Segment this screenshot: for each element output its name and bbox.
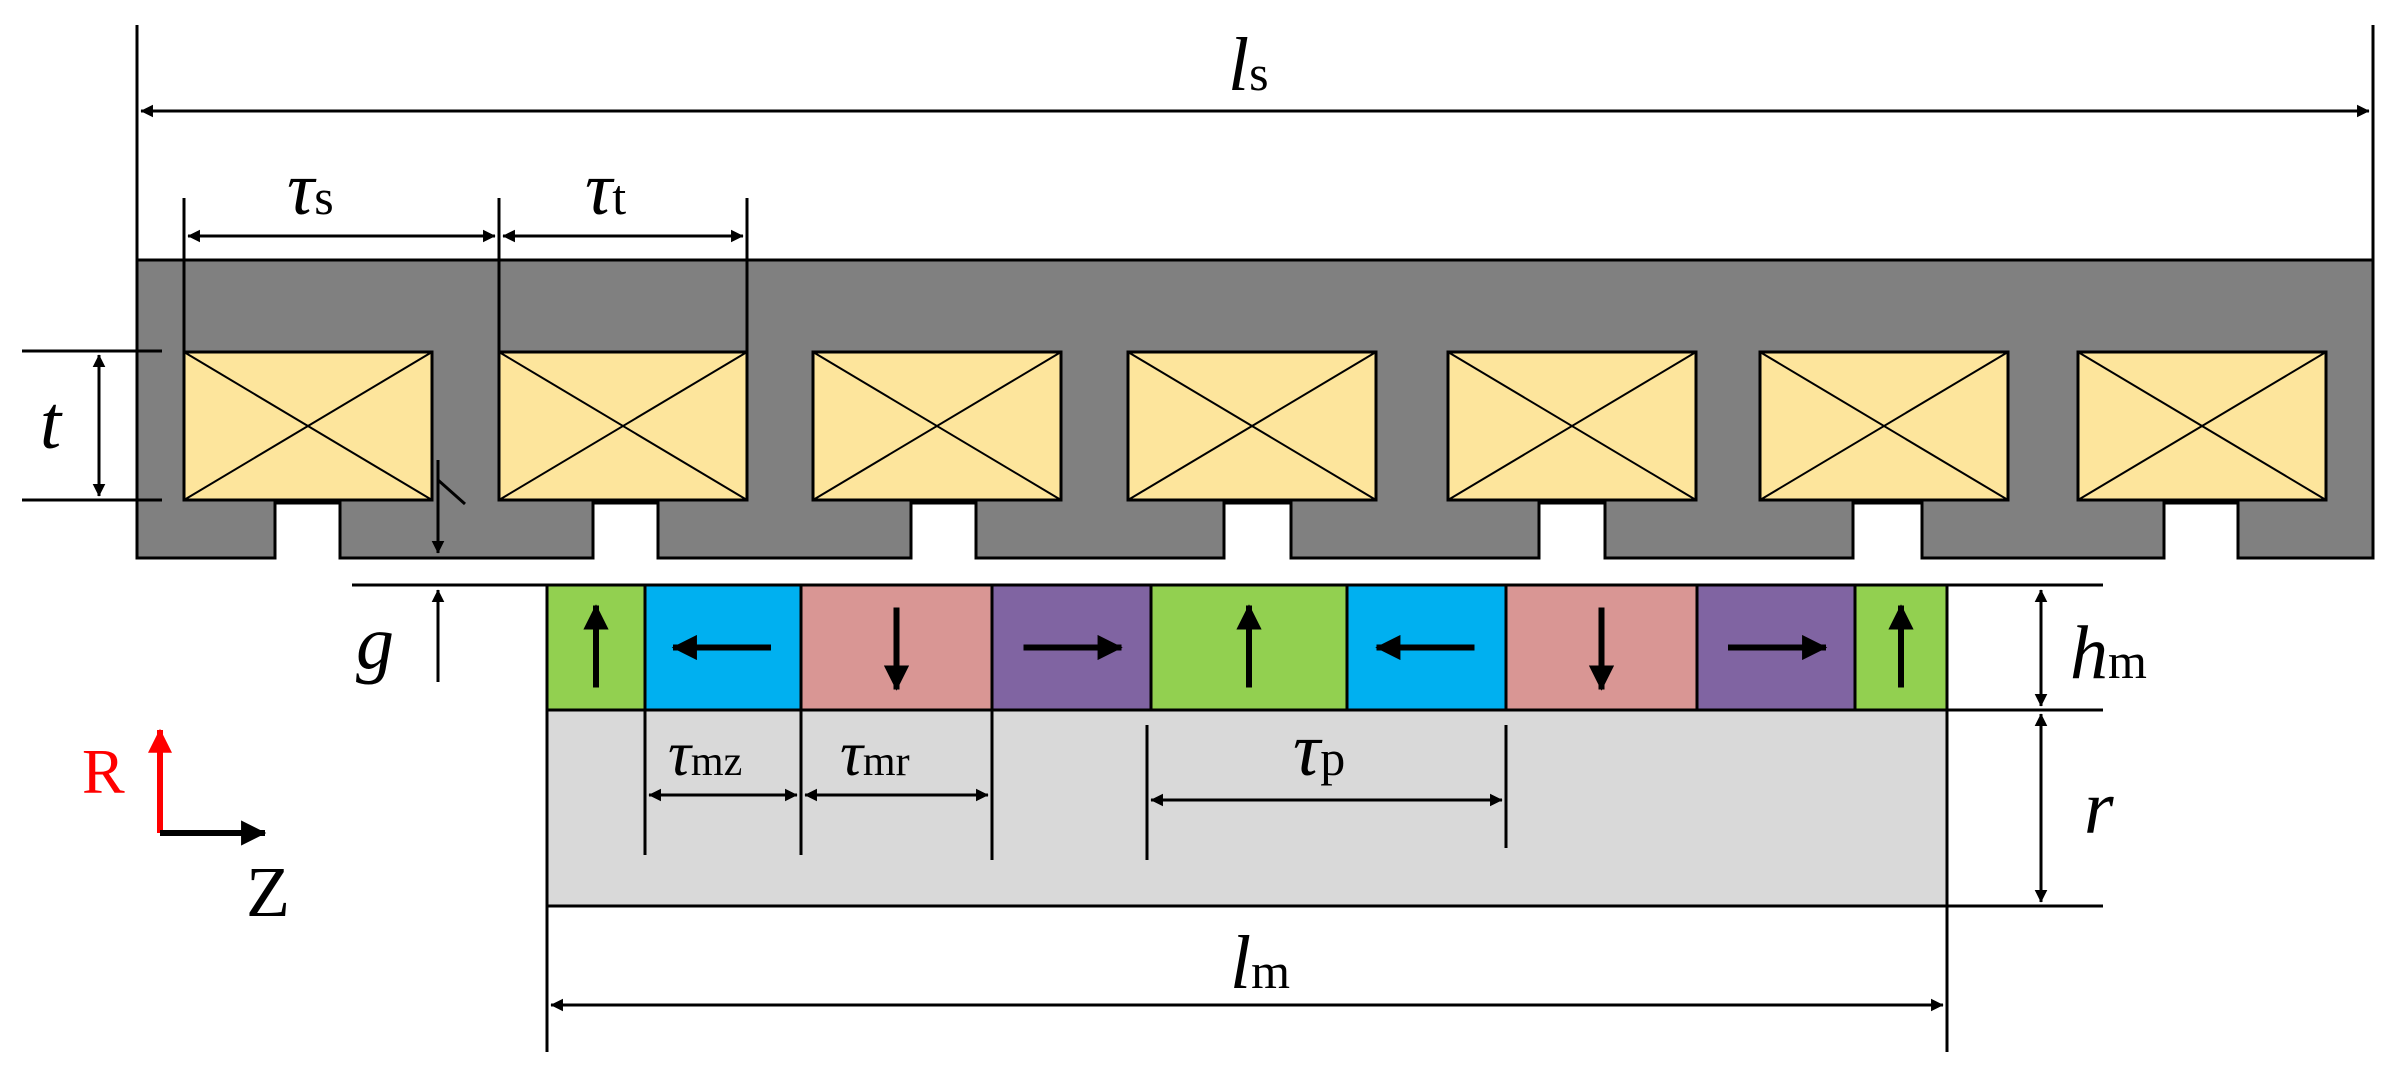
coil-group xyxy=(182,350,2328,502)
label-ls: ls xyxy=(1228,23,1269,107)
coordinate-axes: R Z xyxy=(82,728,290,932)
magnet-4-right xyxy=(990,583,1153,712)
magnet-9-up xyxy=(1853,583,1949,712)
coil-2 xyxy=(497,350,749,502)
label-hm: hm xyxy=(2070,611,2147,695)
magnet-8-right xyxy=(1695,583,1857,712)
magnet-2-left xyxy=(643,583,803,712)
magnet-array xyxy=(545,583,1949,712)
coil-3 xyxy=(811,350,1063,502)
magnet-1-up xyxy=(545,583,647,712)
magnet-6-left xyxy=(1345,583,1508,712)
dimension-labels: ls τs τt t g hm r τmz τmr τp lm xyxy=(40,23,2147,1005)
label-tau-s: τs xyxy=(287,147,334,231)
magnet-3-down xyxy=(799,583,994,712)
dimension-arrows xyxy=(92,104,2370,1012)
label-t: t xyxy=(40,381,63,465)
magnet-7-down xyxy=(1504,583,1699,712)
label-r: r xyxy=(2084,766,2114,850)
label-tau-mr: τmr xyxy=(840,718,910,789)
label-tau-p: τp xyxy=(1293,708,1345,792)
axis-z-label: Z xyxy=(246,852,290,932)
coil-6 xyxy=(1758,350,2010,502)
coil-7 xyxy=(2076,350,2328,502)
coil-5 xyxy=(1446,350,1698,502)
axis-r-label: R xyxy=(82,736,125,807)
mover-core xyxy=(545,708,1949,908)
extension-lines xyxy=(22,25,2375,1052)
label-g: g xyxy=(356,601,394,685)
label-tau-t: τt xyxy=(585,147,626,231)
magnet-5-up xyxy=(1149,583,1349,712)
label-tau-mz: τmz xyxy=(668,718,742,789)
coil-4 xyxy=(1126,350,1378,502)
label-lm: lm xyxy=(1230,921,1290,1005)
coil-1 xyxy=(182,350,434,502)
